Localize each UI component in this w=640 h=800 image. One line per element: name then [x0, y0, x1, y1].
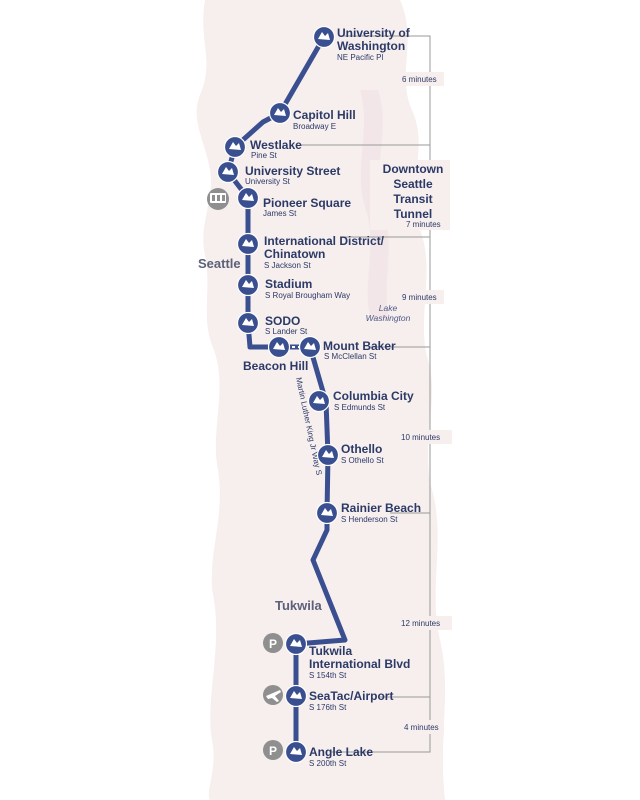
station-name: University of	[337, 26, 411, 40]
station-marker[interactable]	[268, 101, 292, 125]
svg-text:P: P	[269, 744, 277, 758]
travel-time-seatac-anglelake: 4 minutes	[404, 723, 439, 732]
station-street: S Edmunds St	[334, 403, 386, 412]
station-marker[interactable]	[236, 273, 260, 297]
beacon-icon	[273, 342, 285, 350]
travel-time-brackets	[300, 35, 431, 753]
puget-sound-water	[158, 0, 220, 800]
deer-icon	[322, 450, 334, 458]
station-name: Tukwila	[309, 644, 352, 658]
station-street: NE Pacific Pl	[337, 53, 383, 62]
dragon-icon	[242, 239, 254, 247]
station-marker[interactable]	[284, 740, 308, 764]
station-labels: University of Washington NE Pacific Pl C…	[243, 26, 421, 768]
tunnel-label-line-1: Downtown	[383, 162, 444, 176]
travel-time-intl-mtbaker: 9 minutes	[402, 293, 437, 302]
graduation-cap-icon	[318, 32, 330, 40]
parking-icon: P	[263, 740, 283, 760]
tunnel-label-line-3: Transit	[393, 192, 432, 206]
station-name: Washington	[337, 39, 405, 53]
station-name: Stadium	[265, 277, 312, 291]
city-label-seattle: Seattle	[198, 256, 241, 271]
station-marker[interactable]	[267, 335, 291, 359]
station-name: Othello	[341, 442, 382, 456]
station-street: University St	[245, 177, 291, 186]
travel-time-rainier-seatac: 12 minutes	[401, 619, 440, 628]
mountain-icon	[304, 342, 316, 350]
station-marker[interactable]	[216, 160, 240, 184]
station-name: SeaTac/Airport	[309, 689, 393, 703]
parking-icon: P	[263, 633, 283, 653]
station-name: Pioneer Square	[263, 196, 351, 210]
heron-icon	[321, 508, 333, 516]
amenity-transit-center	[207, 188, 229, 210]
harbor-icon	[222, 167, 234, 175]
station-street: S 176th St	[309, 703, 347, 712]
plant-icon	[274, 108, 286, 116]
station-marker[interactable]	[312, 25, 336, 49]
station-marker[interactable]	[236, 232, 260, 256]
station-street: S Othello St	[341, 456, 384, 465]
station-marker[interactable]	[307, 389, 331, 413]
station-name: Columbia City	[333, 389, 414, 403]
torch-icon	[242, 280, 254, 288]
station-marker[interactable]	[236, 186, 260, 210]
station-name: Beacon Hill	[243, 359, 308, 373]
pioneer-ship-icon	[242, 193, 254, 201]
airplane-icon	[290, 691, 302, 699]
station-name: Angle Lake	[309, 745, 373, 759]
station-street: S 154th St	[309, 671, 347, 680]
station-street: S Henderson St	[341, 515, 398, 524]
station-street: S Jackson St	[264, 261, 311, 270]
station-street: Pine St	[251, 151, 278, 160]
station-name: Mount Baker	[323, 339, 396, 353]
station-street: James St	[263, 209, 297, 218]
station-name: University Street	[245, 164, 340, 178]
svg-text:P: P	[269, 637, 277, 651]
station-street: Broadway E	[293, 122, 336, 131]
station-marker[interactable]	[284, 632, 308, 656]
station-name: Capitol Hill	[293, 108, 356, 122]
station-name: Westlake	[250, 138, 302, 152]
station-name: SODO	[265, 314, 300, 328]
station-name: International Blvd	[309, 657, 410, 671]
city-label-tukwila: Tukwila	[275, 598, 322, 613]
ship-icon	[229, 142, 241, 150]
station-name: Rainier Beach	[341, 501, 421, 515]
station-name: Chinatown	[264, 247, 325, 261]
station-marker[interactable]	[223, 135, 247, 159]
station-marker[interactable]	[236, 311, 260, 335]
station-marker[interactable]	[316, 443, 340, 467]
tunnel-label-line-2: Seattle	[393, 177, 433, 191]
station-street: S Royal Brougham Way	[265, 291, 350, 300]
bird-icon	[242, 318, 254, 326]
station-street: S Lander St	[265, 327, 308, 336]
station-street: S 200th St	[309, 759, 347, 768]
airplane-amenity-icon	[263, 685, 283, 705]
star-icon	[313, 396, 325, 404]
travel-time-mtbaker-rainier: 10 minutes	[401, 433, 440, 442]
travel-time-uw-westlake: 6 minutes	[402, 75, 437, 84]
station-street: S McClellan St	[324, 352, 377, 361]
canoe-icon	[290, 639, 302, 647]
tunnel-label-line-4: Tunnel	[394, 207, 432, 221]
station-marker[interactable]	[298, 335, 322, 359]
travel-time-tunnel: 7 minutes	[406, 220, 441, 229]
duck-icon	[290, 747, 302, 755]
station-name: International District/	[264, 234, 385, 248]
station-marker[interactable]	[315, 501, 339, 525]
station-marker[interactable]	[284, 684, 308, 708]
